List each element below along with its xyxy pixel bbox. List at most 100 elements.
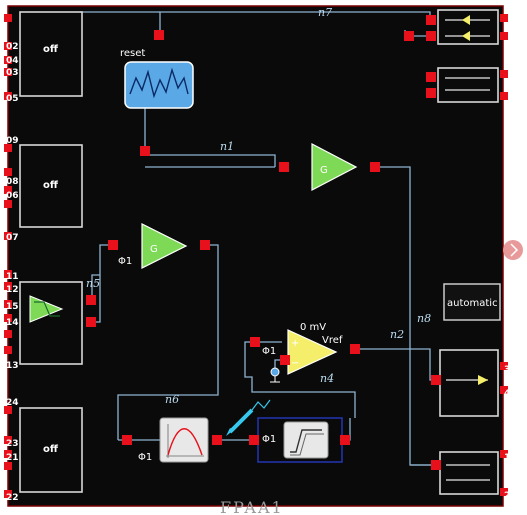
port[interactable] — [431, 375, 441, 385]
port[interactable] — [212, 435, 222, 445]
pin-label: 42 — [504, 389, 517, 399]
comparator-value: 0 mV — [300, 322, 326, 333]
io-cell-2[interactable]: off 09 08 06 07 — [4, 136, 83, 243]
port[interactable] — [200, 240, 210, 250]
net-label-n1: n1 — [220, 140, 234, 153]
phase-label: Φ1 — [138, 452, 152, 463]
net-label-n2: n2 — [390, 328, 404, 341]
waveform-icon — [129, 67, 189, 99]
pin-label: 04 — [6, 56, 19, 66]
wire-n6 — [117, 244, 219, 440]
port[interactable] — [86, 295, 96, 305]
reference-source-icon — [270, 367, 280, 377]
wire-n5-b — [91, 274, 100, 300]
chevron-right-icon — [510, 243, 519, 257]
triangle-right-icon — [478, 375, 488, 385]
pin-label: 11 — [6, 272, 19, 282]
pin-label: 02 — [6, 42, 19, 52]
automatic-block[interactable]: automatic — [443, 283, 501, 321]
reset-waveform-block[interactable]: reset — [120, 30, 194, 156]
gain-symbol: G — [150, 244, 158, 255]
filter-block-body — [159, 417, 209, 463]
phase-label: Φ1 — [262, 434, 276, 445]
pin-label: 12 — [6, 285, 19, 295]
right-scroll-handle[interactable] — [503, 240, 523, 260]
gain-block-top[interactable]: G — [279, 143, 380, 191]
automatic-label: automatic — [447, 298, 498, 309]
gain-triangle — [311, 143, 358, 191]
port[interactable] — [404, 31, 414, 41]
gain-block-mid[interactable]: G Φ1 — [108, 223, 210, 269]
port[interactable] — [154, 30, 164, 40]
sample-hold-body — [283, 421, 329, 459]
filter-block[interactable]: Φ1 — [122, 417, 222, 463]
triangle-left-icon — [462, 15, 470, 25]
pin-label: 09 — [6, 136, 19, 146]
comparator-triangle — [287, 329, 338, 375]
gain-triangle — [141, 223, 188, 269]
io-cell-1-label: off — [43, 44, 59, 55]
reset-block-body — [124, 61, 194, 109]
sample-hold-block[interactable]: Φ1 — [249, 417, 350, 463]
wire-n4 — [244, 341, 356, 418]
pin-label: 07 — [6, 233, 19, 243]
io-cell-3[interactable]: 11 12 15 14 13 — [4, 270, 96, 371]
port[interactable] — [426, 15, 436, 25]
pin-label: 20 — [504, 491, 517, 501]
io-cell-4-label: off — [43, 444, 59, 455]
pin-label: 13 — [504, 4, 517, 14]
net-label-n8: n8 — [417, 312, 431, 325]
port[interactable] — [86, 317, 96, 327]
pin-label: 21 — [6, 453, 19, 463]
pin-label: 05 — [6, 94, 19, 104]
pin-label: 15 — [6, 302, 19, 312]
port[interactable] — [431, 460, 441, 470]
port[interactable] — [250, 337, 260, 347]
net-label-n4: n4 — [320, 372, 334, 385]
pin-label: 08 — [6, 177, 19, 187]
io-cell-2-label: off — [43, 180, 59, 191]
port[interactable] — [249, 435, 259, 445]
port[interactable] — [108, 240, 118, 250]
port[interactable] — [426, 88, 436, 98]
io-cell-right-2[interactable]: 17 18 — [426, 60, 517, 111]
pin-label: 39 — [504, 365, 517, 375]
pin-label: 18 — [504, 101, 517, 111]
io-cell-right-1[interactable]: 13 14 — [426, 4, 517, 53]
comparator-minus: − — [291, 358, 299, 369]
pin-label: 22 — [6, 493, 19, 503]
probe-shaft — [228, 408, 254, 434]
pin-label: 17 — [504, 60, 517, 70]
reset-label: reset — [120, 48, 145, 59]
comparator-block[interactable]: + − 0 mV Vref Φ1 — [250, 322, 360, 383]
gain-symbol: G — [320, 165, 328, 176]
port[interactable] — [280, 355, 290, 365]
pin-label: 24 — [6, 398, 19, 408]
pin-label: 06 — [6, 191, 19, 201]
io-cell-3-wave — [34, 301, 60, 317]
probe-icon[interactable] — [226, 399, 271, 436]
pin-label: 14 — [504, 43, 517, 53]
port[interactable] — [340, 435, 350, 445]
port[interactable] — [426, 72, 436, 82]
io-cell-1[interactable]: off 02 04 03 05 — [4, 11, 83, 104]
port[interactable] — [140, 146, 150, 156]
phase-label: Φ1 — [262, 346, 276, 357]
pin-label: 19 — [504, 453, 517, 463]
chip-background — [8, 6, 503, 506]
net-label-n5: n5 — [86, 277, 100, 290]
io-cell-right-3[interactable]: 39 42 — [431, 349, 517, 417]
net-label-n6: n6 — [165, 393, 179, 406]
port[interactable] — [279, 162, 289, 172]
port[interactable] — [426, 31, 436, 41]
pin-label: 03 — [6, 68, 19, 78]
port[interactable] — [370, 162, 380, 172]
port[interactable] — [350, 344, 360, 354]
step-response-icon — [290, 429, 322, 453]
io-cell-right-4[interactable]: 19 20 — [431, 450, 517, 501]
port[interactable] — [122, 435, 132, 445]
io-cell-4[interactable]: off 24 23 21 22 — [4, 398, 83, 503]
chip-name-label: FPAA1 — [220, 498, 284, 515]
